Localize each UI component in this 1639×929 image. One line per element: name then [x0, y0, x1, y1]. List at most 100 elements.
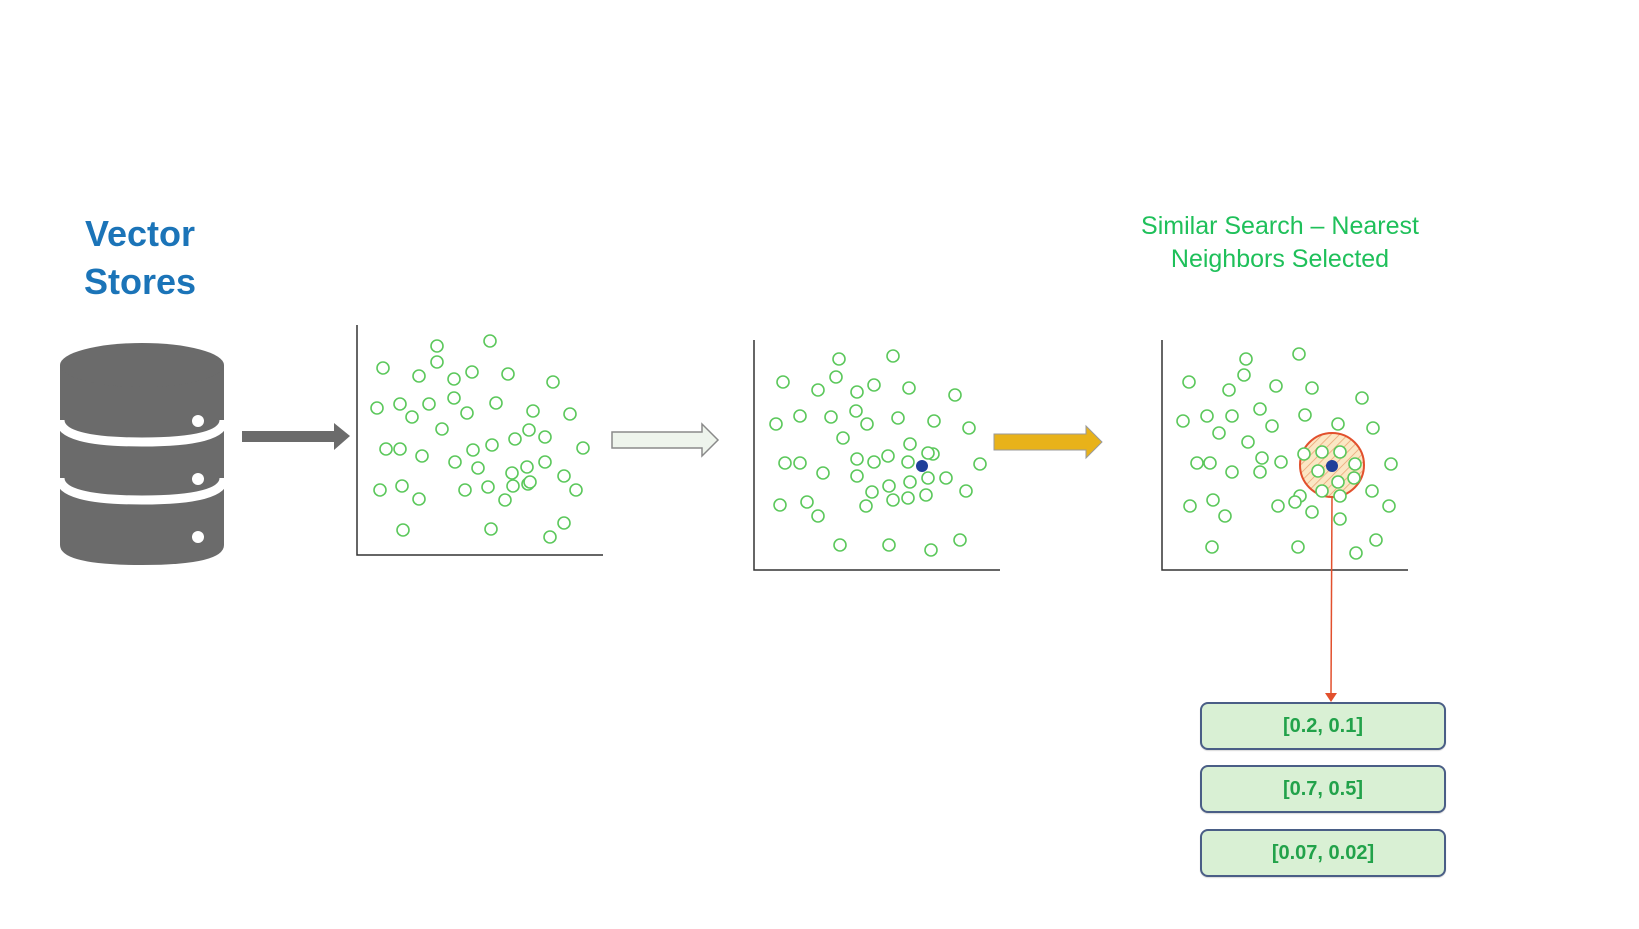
pts2-point-19	[903, 437, 917, 451]
pts1-point-15	[489, 396, 503, 410]
pts2-point-24	[816, 466, 830, 480]
pts1-point-17	[563, 407, 577, 421]
pts3-point-36	[1382, 499, 1396, 513]
pts1-point-18	[522, 423, 536, 437]
pts3-point-11	[1253, 402, 1267, 416]
pts2-point-6	[867, 378, 881, 392]
pts1-point-37	[412, 492, 426, 506]
pts2-point-42	[959, 484, 973, 498]
pts3-point-27	[1348, 457, 1362, 471]
pts1-point-41	[506, 479, 520, 493]
pts3-point-33	[1315, 484, 1329, 498]
pts3-point-35	[1365, 484, 1379, 498]
scatter-plot-1	[356, 325, 603, 556]
pts3-point-25	[1315, 445, 1329, 459]
pts3-point-24	[1297, 447, 1311, 461]
pts3-point-40	[1271, 499, 1285, 513]
pts2-point-43	[833, 538, 847, 552]
pts1-point-14	[460, 406, 474, 420]
pts2-point-22	[778, 456, 792, 470]
pts2-point-10	[769, 417, 783, 431]
pts1-point-43	[569, 483, 583, 497]
pts2-point-36	[800, 495, 814, 509]
pts2-point-30	[921, 471, 935, 485]
similar-search-title-line-1: Similar Search – Nearest	[1141, 212, 1419, 240]
pts3-point-12	[1265, 419, 1279, 433]
pts2-point-15	[927, 414, 941, 428]
pts1-point-36	[395, 479, 409, 493]
pts1-point-46	[543, 530, 557, 544]
pts2-point-4	[811, 383, 825, 397]
pts3-point-16	[1212, 426, 1226, 440]
pts2-point-41	[919, 488, 933, 502]
pts2-point-26	[901, 455, 915, 469]
pts1-point-3	[412, 369, 426, 383]
pts3-point-46	[1205, 540, 1219, 554]
pts2-point-0	[832, 352, 846, 366]
pts3-point-29	[1331, 475, 1345, 489]
similar-search-title: Similar Search – Nearest Neighbors Selec…	[1110, 210, 1450, 276]
pts3-point-45	[1349, 546, 1363, 560]
pts1-point-27	[485, 438, 499, 452]
pts1-point-30	[538, 455, 552, 469]
result-vector-1-label: [0.2, 0.1]	[1282, 714, 1364, 737]
pts1-point-34	[557, 469, 571, 483]
pts2-point-44	[882, 538, 896, 552]
query-point-selected	[1326, 460, 1338, 472]
pts2-point-1	[886, 349, 900, 363]
pts1-point-26	[466, 443, 480, 457]
pts3-point-5	[1269, 379, 1283, 393]
pts3-point-15	[1366, 421, 1380, 435]
pts3-point-4	[1222, 383, 1236, 397]
pts1-point-38	[458, 483, 472, 497]
result-vector-2-label: [0.7, 0.5]	[1282, 777, 1364, 800]
result-vector-3-label: [0.07, 0.02]	[1271, 841, 1375, 864]
pts3-point-21	[1255, 451, 1269, 465]
pts1-point-11	[422, 397, 436, 411]
pts1-point-47	[557, 516, 571, 530]
pts1-point-25	[448, 455, 462, 469]
pts1-point-35	[373, 483, 387, 497]
result-vector-3: [0.07, 0.02]	[1200, 829, 1446, 877]
pts2-point-18	[836, 431, 850, 445]
arrow-right-icon-2	[611, 422, 720, 458]
scatter-plot-2-points	[769, 349, 987, 557]
pts2-point-38	[859, 499, 873, 513]
pts3-point-18	[1190, 456, 1204, 470]
pts2-point-45	[924, 543, 938, 557]
pts3-point-17	[1241, 435, 1255, 449]
pts1-point-2	[376, 361, 390, 375]
pts3-point-19	[1203, 456, 1217, 470]
result-vector-2: [0.7, 0.5]	[1200, 765, 1446, 813]
pts1-point-44	[396, 523, 410, 537]
pts2-point-9	[793, 409, 807, 423]
pts2-point-8	[948, 388, 962, 402]
pts2-point-34	[882, 479, 896, 493]
scatter-plot-1-points	[370, 334, 590, 544]
pts1-point-29	[520, 460, 534, 474]
pts3-point-1	[1292, 347, 1306, 361]
pts1-point-12	[447, 391, 461, 405]
pts1-point-4	[430, 355, 444, 369]
pts1-point-0	[430, 339, 444, 353]
pts1-point-8	[546, 375, 560, 389]
pts1-point-1	[483, 334, 497, 348]
scatter-plot-3-points	[1176, 347, 1398, 560]
result-connector	[1325, 496, 1337, 702]
vector-stores-title-line-1: Vector	[84, 213, 196, 254]
pts2-point-31	[973, 457, 987, 471]
pts3-point-2	[1182, 375, 1196, 389]
pts1-point-21	[538, 430, 552, 444]
pts3-point-41	[1288, 495, 1302, 509]
pts1-point-7	[501, 367, 515, 381]
pts2-point-21	[867, 455, 881, 469]
pts3-point-13	[1298, 408, 1312, 422]
pts1-point-16	[526, 404, 540, 418]
pts3-point-14	[1331, 417, 1345, 431]
pts3-point-3	[1237, 368, 1251, 382]
pts1-point-10	[393, 397, 407, 411]
pts3-point-23	[1253, 465, 1267, 479]
pts3-point-37	[1183, 499, 1197, 513]
pts3-point-10	[1225, 409, 1239, 423]
